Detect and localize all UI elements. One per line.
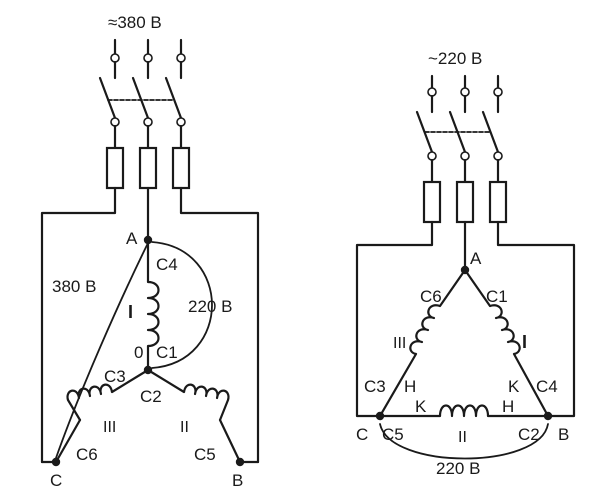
label-phase-voltage-220: 220 В (188, 297, 232, 316)
coil-I-winding (146, 280, 160, 348)
bottom-voltage-arc (379, 423, 549, 460)
node-C-right-dot (375, 411, 385, 421)
label-node-B-right: B (558, 425, 569, 444)
label-C4: C4 (156, 255, 178, 274)
label-node-B: B (232, 471, 243, 490)
node-A-dot (143, 235, 153, 245)
three-pole-switch (98, 76, 186, 150)
star-connection-diagram: ≈380 В (40, 13, 260, 490)
node-B-dot (235, 457, 245, 467)
label-line-voltage-380: 380 В (52, 277, 96, 296)
label-C2: C2 (140, 387, 162, 406)
label-C3-right: C3 (364, 377, 386, 396)
label-coil-III: III (103, 419, 116, 436)
label-coil-III-right: III (393, 335, 406, 352)
supply-terminals-right (427, 74, 503, 114)
node-B-right-dot (543, 411, 553, 421)
label-node-A-right: A (470, 249, 482, 268)
coil-I-delta-winding (489, 304, 521, 356)
node-A-right-dot (460, 265, 470, 275)
label-C1-right: C1 (486, 287, 508, 306)
label-K-right: K (508, 377, 520, 396)
coil-II-winding (182, 383, 230, 401)
fuses (105, 146, 191, 190)
label-zero: 0 (134, 343, 143, 362)
neutral-node-dot (143, 365, 153, 375)
label-node-C-right: C (356, 425, 368, 444)
label-C1: C1 (156, 343, 178, 362)
label-coil-II: II (180, 419, 189, 436)
three-pole-switch-right (415, 110, 503, 184)
node-C-dot (51, 457, 61, 467)
label-C5-right: C5 (382, 425, 404, 444)
label-bottom-voltage-220: 220 В (436, 459, 480, 478)
label-C4-right: C4 (536, 377, 558, 396)
label-coil-I-right: I (522, 332, 527, 352)
label-coil-I: I (128, 302, 133, 322)
supply-terminals (110, 38, 186, 80)
coil-II-delta-winding (438, 404, 490, 418)
coil-III-delta-winding (409, 304, 441, 356)
fuses-right (422, 180, 508, 224)
supply-voltage-label-380: ≈380 В (108, 13, 162, 32)
label-node-A: A (126, 229, 138, 248)
conductor-to-C-right (355, 220, 434, 418)
delta-connection-diagram: ~220 В (355, 49, 576, 478)
label-H-bottom: H (502, 397, 514, 416)
label-C6: C6 (76, 445, 98, 464)
label-H-left: H (404, 377, 416, 396)
line-voltage-arc (55, 242, 149, 459)
label-C2-right: C2 (518, 425, 540, 444)
label-C6-right: C6 (420, 287, 442, 306)
label-node-C: C (50, 471, 62, 490)
conductor-to-C (40, 186, 117, 464)
coil-III-winding (66, 383, 114, 401)
label-coil-II-right: II (458, 429, 467, 446)
label-C3: C3 (104, 367, 126, 386)
label-C5: C5 (194, 445, 216, 464)
conductor-to-B-right (496, 220, 576, 418)
phase-voltage-arc (151, 241, 213, 369)
label-K-bottom: K (415, 397, 427, 416)
conductor-to-B (179, 186, 260, 464)
supply-voltage-label-220: ~220 В (428, 49, 482, 68)
